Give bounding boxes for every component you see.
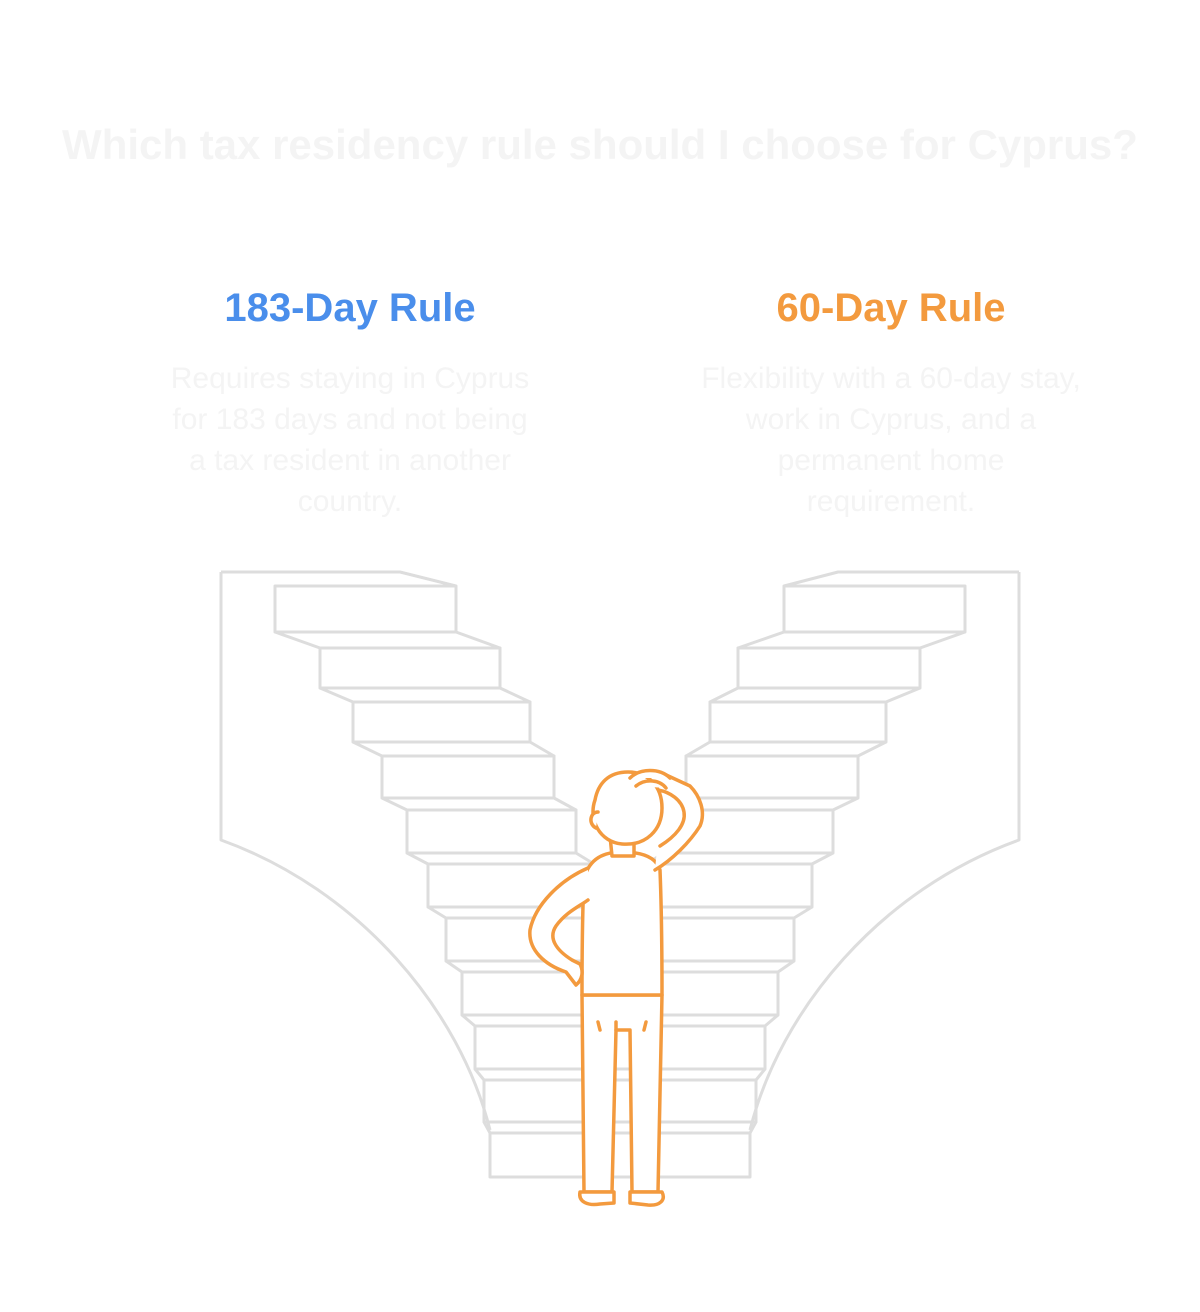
diagram-title: Which tax residency rule should I choose…	[62, 121, 1138, 168]
option-description: Flexibility with a 60-day stay, work in …	[701, 362, 1081, 518]
option-60-day-rule: 60-Day Rule Flexibility with a 60-day st…	[681, 280, 1101, 522]
option-title: 183-Day Rule	[224, 286, 476, 330]
right-staircase-icon	[592, 570, 1021, 1179]
option-183-day-rule: 183-Day Rule Requires staying in Cyprus …	[140, 280, 560, 522]
thinking-person-icon	[528, 768, 705, 1207]
option-description: Requires staying in Cyprus for 183 days …	[170, 362, 530, 518]
left-staircase-icon	[219, 570, 648, 1179]
option-title: 60-Day Rule	[776, 286, 1006, 330]
